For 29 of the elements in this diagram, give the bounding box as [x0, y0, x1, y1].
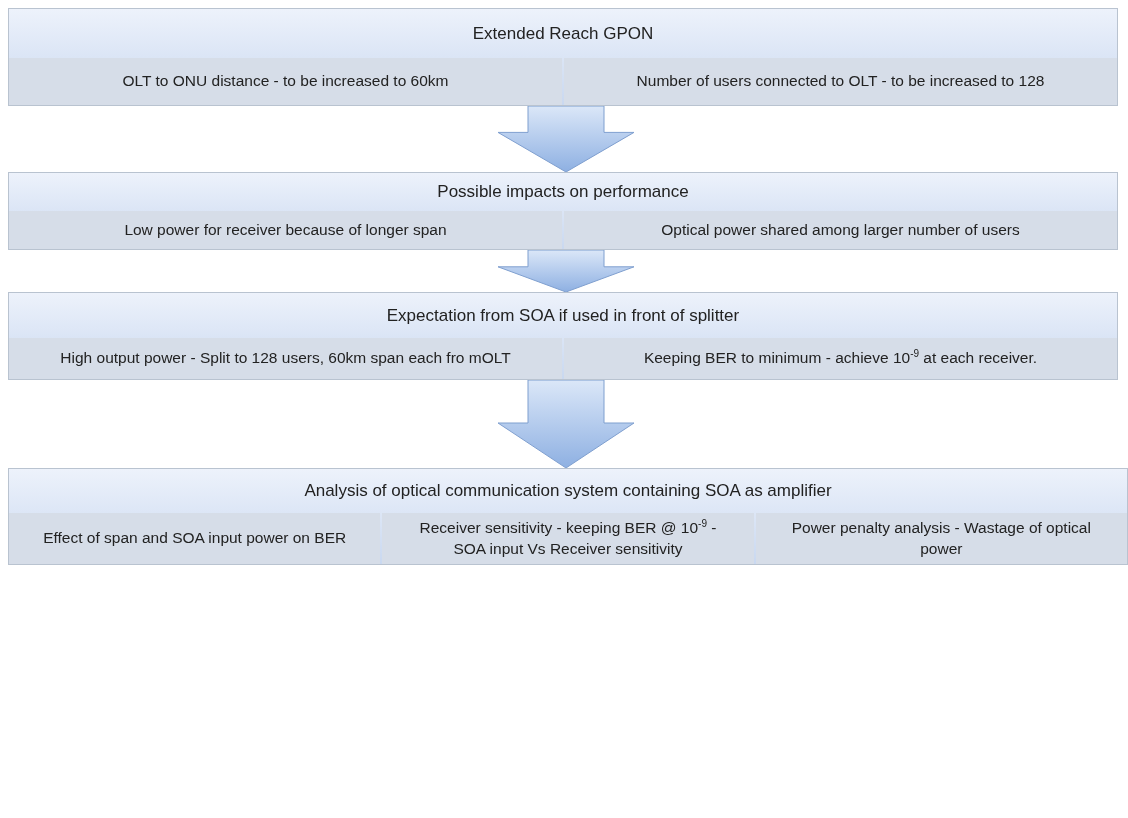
stage-band: [8, 172, 1118, 250]
detail-box: [9, 211, 562, 249]
detail-box: [564, 338, 1117, 379]
detail-box: [9, 338, 562, 379]
detail-box: [755, 513, 1127, 564]
detail-text: Power penalty analysis - Wastage of optical power: [790, 518, 1092, 559]
detail-text: Receiver sensitivity - keeping BER @ 10$^{-9}$ - SOA input Vs Receiver sensitivity: [418, 518, 718, 559]
detail-text: Keeping BER to minimum - achieve 10$^{-9}$ at each receiver.: [643, 348, 1038, 369]
detail-text: Effect of span and SOA input power on BER: [43, 528, 347, 549]
detail-text: Number of users connected to OLT - to be increased to 128: [636, 71, 1045, 92]
stage-heading: Extended Reach GPON: [472, 23, 654, 44]
detail-box: [382, 513, 754, 564]
stage-heading: Possible impacts on performance: [437, 182, 689, 202]
detail-text: High output power - Split to 128 users, 60km span each fro mOLT: [60, 348, 511, 369]
block-arrow: [497, 105, 635, 173]
detail-box: [9, 58, 562, 105]
detail-text: OLT to ONU distance - to be increased to 60km: [122, 71, 449, 92]
detail-box: [564, 211, 1117, 249]
block-arrow: [497, 249, 635, 293]
detail-text: Optical power shared among larger number of users: [661, 219, 1020, 240]
stage-band: [8, 468, 1128, 565]
stage-band: [8, 292, 1118, 380]
block-arrow: [497, 379, 635, 469]
stage-heading: Analysis of optical communication system containing SOA as amplifier: [304, 481, 832, 501]
stage-heading: Expectation from SOA if used in front of splitter: [386, 305, 740, 326]
detail-box: [564, 58, 1117, 105]
stage-band: [8, 8, 1118, 106]
detail-box: [9, 513, 381, 564]
detail-text: Low power for receiver because of longer span: [124, 219, 447, 240]
